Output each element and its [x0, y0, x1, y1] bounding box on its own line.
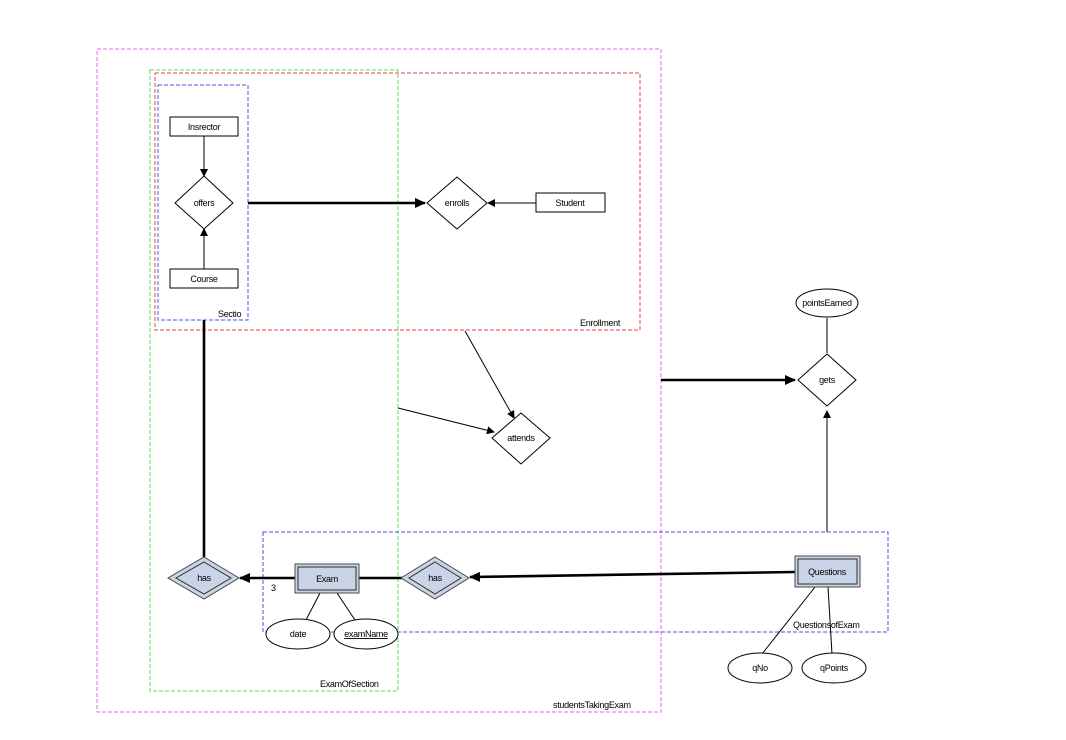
relationship-enrolls[interactable]: enrolls	[426, 176, 488, 230]
edge-enrollment-attends	[464, 330, 515, 419]
edge-exam-date	[305, 592, 321, 621]
entity-student-label: Student	[556, 198, 586, 208]
relationship-has-section[interactable]: has	[167, 556, 240, 600]
attribute-q-no-label: qNo	[752, 663, 768, 673]
relationship-gets[interactable]: gets	[797, 353, 857, 407]
relationship-has-questions[interactable]: has	[400, 556, 470, 600]
relationship-attends-label: attends	[507, 433, 535, 443]
cardinality-exam-has: 3	[271, 583, 276, 593]
relationship-has-questions-label: has	[428, 573, 442, 583]
edge-questions-qno	[761, 586, 816, 655]
attribute-exam-name[interactable]: examName	[333, 618, 399, 650]
edge-examofsection-attends	[397, 407, 495, 435]
attribute-q-points-label: qPoints	[820, 663, 849, 673]
entity-course-label: Course	[190, 274, 218, 284]
entity-exam[interactable]: Exam	[294, 563, 360, 594]
cluster-questions-of-exam-label: QuestionsofExam	[793, 620, 860, 630]
entity-student[interactable]: Student	[535, 192, 606, 213]
relationship-has-section-label: has	[197, 573, 211, 583]
edges	[200, 136, 833, 655]
entity-questions-label: Questions	[808, 567, 847, 577]
relationship-attends[interactable]: attends	[491, 412, 551, 465]
relationship-offers-label: offers	[194, 198, 215, 208]
attribute-points-earned[interactable]: pointsEarned	[795, 288, 859, 318]
cluster-exam-of-section-label: ExamOfSection	[320, 679, 379, 689]
cluster-section-label: Sectio	[218, 309, 242, 319]
entity-instructor[interactable]: Insrector	[169, 116, 239, 137]
cluster-students-taking-exam: studentsTakingExam	[96, 48, 662, 713]
entity-questions[interactable]: Questions	[794, 555, 861, 588]
edge-questions-hasq	[469, 570, 796, 582]
cluster-students-taking-exam-label: studentsTakingExam	[553, 700, 631, 710]
attribute-date[interactable]: date	[265, 618, 331, 650]
relationship-offers[interactable]: offers	[174, 175, 234, 230]
attribute-q-points[interactable]: qPoints	[801, 652, 867, 684]
attribute-date-label: date	[290, 629, 307, 639]
entity-exam-label: Exam	[316, 574, 338, 584]
relationship-gets-label: gets	[819, 375, 836, 385]
attribute-exam-name-label: examName	[344, 629, 388, 639]
cluster-exam-of-section: ExamOfSection	[149, 69, 399, 692]
cluster-questions-of-exam: QuestionsofExam	[262, 531, 889, 633]
entity-instructor-label: Insrector	[188, 122, 221, 132]
relationship-enrolls-label: enrolls	[445, 198, 470, 208]
edge-questions-qpoints	[827, 586, 833, 655]
edge-exam-examname	[336, 592, 356, 621]
cluster-enrollment: Enrollment	[154, 72, 641, 331]
entity-course[interactable]: Course	[169, 268, 239, 289]
cluster-enrollment-label: Enrollment	[580, 318, 621, 328]
attribute-q-no[interactable]: qNo	[727, 652, 793, 684]
attribute-points-earned-label: pointsEarned	[802, 298, 852, 308]
